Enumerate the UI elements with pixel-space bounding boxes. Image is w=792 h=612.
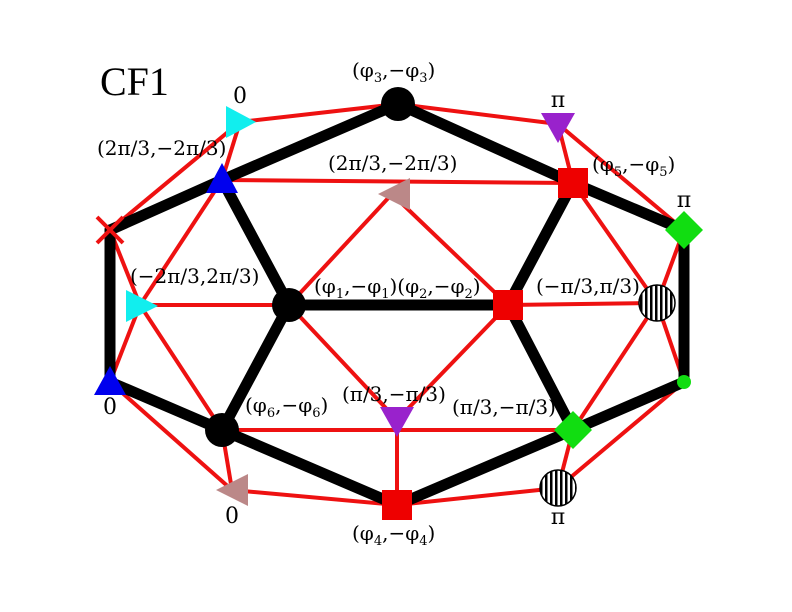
black-edge xyxy=(216,174,295,311)
label-neg-twopi: (−2π/3,2π/3) xyxy=(130,264,259,288)
red-edge xyxy=(556,122,686,232)
black-edge xyxy=(391,424,579,511)
black-edge xyxy=(216,98,404,186)
black-edge xyxy=(502,299,579,436)
label-pi-bottom: π xyxy=(551,505,565,530)
red-edge xyxy=(556,380,686,490)
node-green-diamond xyxy=(665,211,703,249)
label-zero-bottom: 0 xyxy=(225,504,239,529)
black-edge xyxy=(567,376,690,436)
red-edge xyxy=(396,486,559,507)
red-edge xyxy=(397,102,559,126)
node-blue-triangle xyxy=(94,366,126,395)
black-edge xyxy=(502,177,579,311)
label-phi5: (φ5,−φ5) xyxy=(592,152,675,180)
black-edge xyxy=(216,299,295,436)
label-zero-left: 0 xyxy=(103,395,117,420)
node-purple-triangle xyxy=(541,113,575,143)
red-edge xyxy=(108,380,234,492)
label-pi-right: π xyxy=(677,188,691,213)
black-edge xyxy=(104,376,228,436)
node-striped-circle xyxy=(638,284,676,322)
node-tan-triangle xyxy=(378,178,410,210)
red-edge xyxy=(138,303,224,432)
node-black-circle xyxy=(381,87,415,121)
red-edge xyxy=(390,192,510,307)
red-edge xyxy=(395,303,510,422)
red-edge xyxy=(221,178,574,185)
label-pi-top: π xyxy=(551,88,565,113)
black-edges xyxy=(104,98,690,511)
label-phi1-phi2: (φ1,−φ1)(φ2,−φ2) xyxy=(314,274,481,302)
label-phi3: (φ3,−φ3) xyxy=(352,58,435,86)
black-edge xyxy=(216,424,403,511)
node-striped-circle xyxy=(539,469,577,507)
node-red-square xyxy=(558,168,588,198)
red-edge xyxy=(231,488,398,507)
red-edge xyxy=(108,120,242,232)
label-pi3-right: (π/3,−π/3) xyxy=(452,395,556,419)
label-twopi-center: (2π/3,−2π/3) xyxy=(328,151,457,175)
node-green-dot xyxy=(677,375,691,389)
node-cyan-triangle xyxy=(226,106,256,138)
node-red-square xyxy=(382,490,412,520)
node-tan-triangle xyxy=(216,474,248,506)
black-edge xyxy=(567,177,690,236)
label-zero-top: 0 xyxy=(233,84,247,109)
red-edge xyxy=(571,301,659,432)
node-green-diamond xyxy=(554,411,592,449)
node-cyan-triangle xyxy=(126,290,158,322)
black-edge xyxy=(392,98,579,189)
label-neg-pi3: (−π/3,π/3) xyxy=(536,274,640,298)
diagram-title: CF1 xyxy=(100,59,169,104)
label-phi6: (φ6,−φ6) xyxy=(245,393,328,421)
node-black-circle xyxy=(272,288,306,322)
red-edge xyxy=(571,181,659,305)
node-blue-triangle xyxy=(206,163,238,193)
label-phi4: (φ4,−φ4) xyxy=(352,521,435,549)
red-edge xyxy=(287,192,394,307)
node-black-circle xyxy=(205,413,239,447)
node-red-square xyxy=(493,290,523,320)
red-edge xyxy=(239,102,399,124)
red-edge xyxy=(287,303,399,422)
label-twopi-left: (2π/3,−2π/3) xyxy=(97,136,226,160)
labels: 0 0 0 π π π (φ3,−φ3) (φ5,−φ5) (φ1,−φ1)(φ… xyxy=(97,58,691,549)
node-red-x xyxy=(95,215,125,245)
red-edge xyxy=(138,178,224,307)
nodes xyxy=(94,87,703,520)
node-purple-triangle xyxy=(380,407,414,437)
label-pi3-center: (π/3,−π/3) xyxy=(342,382,446,406)
black-edge xyxy=(104,174,228,236)
red-edge xyxy=(507,301,658,307)
